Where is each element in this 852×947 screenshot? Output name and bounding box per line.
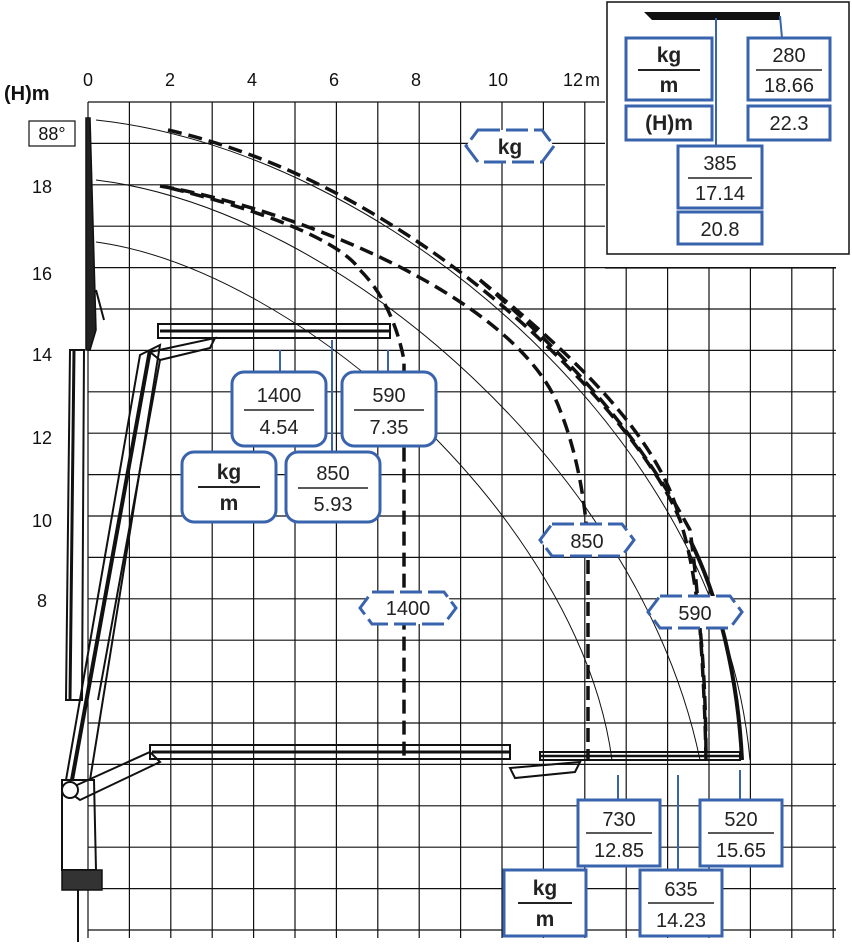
envelope-arc-middle [95,179,701,761]
unit-kg: kg [657,44,682,67]
load-curve-590-solid [688,539,744,761]
boom-label-590: 590 7.35 [340,370,438,448]
x-tick-label: 0 [83,70,93,90]
ground-label-m: 14.23 [656,910,706,932]
x-tick-label: 12 [563,70,583,90]
hex-tag-850: 850 [538,522,636,558]
leader-lines [279,340,741,870]
hex-tag-label: 590 [678,603,711,625]
inset-b-height: 20.8 [701,219,740,241]
load-curve-1400 [169,186,406,760]
x-tick-label: 6 [329,70,339,90]
hex-tag-1400: 1400 [358,590,458,626]
inset-panel: kg m (H)m 280 18.66 22.3 385 17.14 20.8 [606,1,850,255]
boom-units-legend: kg m [180,450,278,524]
y-tick-label: 8 [37,591,47,611]
load-curve-outer-dash [478,278,682,521]
x-axis-unit: m [585,70,600,90]
boom-label-kg: 850 [316,463,349,485]
boom-label-m: 5.93 [314,494,353,516]
inset-a-m: 18.66 [764,75,814,97]
hex-tag-kg: kg [464,128,556,164]
unit-kg: kg [217,461,242,484]
y-tick-label: 16 [32,264,52,284]
inset-a-height: 22.3 [770,113,809,135]
y-axis-unit: (H)m [4,83,50,105]
inset-boom-icon [644,12,712,20]
hex-tag-label: 850 [570,531,603,553]
mast-lower [64,349,86,701]
mast-upper [85,117,97,351]
ground-label-635: 635 14.23 [638,868,724,938]
inset-a-kg: 280 [772,45,805,67]
hex-tag-label: 1400 [386,598,431,620]
ground-label-520: 520 15.65 [698,798,784,868]
ground-label-m: 15.65 [716,840,766,862]
crane-silhouette [61,117,741,942]
x-tick-label: 10 [488,70,508,90]
load-curve-850-mid [478,278,708,761]
boom-label-850: 850 5.93 [284,450,382,524]
unit-height: (H)m [645,112,693,135]
ground-label-kg: 635 [664,879,697,901]
x-tick-label: 8 [411,70,421,90]
unit-m: m [220,492,239,515]
ground-label-kg: 520 [724,809,757,831]
crane-base [61,869,103,891]
ground-label-kg: 730 [602,809,635,831]
y-tick-label: 12 [32,428,52,448]
unit-m: m [536,908,555,931]
inset-b-kg: 385 [703,153,736,175]
slew-joint [61,781,79,799]
boom-label-1400: 1400 4.54 [230,370,328,448]
boom-label-m: 7.35 [370,417,409,439]
unit-m: m [660,74,679,97]
y-axis-labels: 8 10 12 14 16 18 (H)m [4,83,52,611]
y-tick-label: 10 [32,511,52,531]
y-tick-label: 18 [32,177,52,197]
ground-label-730: 730 12.85 [576,798,662,868]
boom-label-kg: 1400 [257,385,302,407]
inset-b-m: 17.14 [695,183,745,205]
load-curve-850 [159,184,590,561]
boom-label-m: 4.54 [260,417,299,439]
x-tick-label: 4 [247,70,257,90]
load-curve-590 [167,128,708,761]
hex-tag-label: kg [498,136,523,159]
ground-label-m: 12.85 [594,840,644,862]
ground-units-legend: kg m [502,868,588,938]
load-curves [159,128,744,761]
y-tick-label: 14 [32,345,52,365]
boom-label-kg: 590 [372,385,405,407]
x-axis-labels: 0 2 4 6 8 10 12 m [83,70,600,90]
hex-tag-590: 590 [646,594,744,630]
angle-badge-text: 88° [38,124,65,144]
angle-badge: 88° [28,120,76,147]
x-tick-label: 2 [165,70,175,90]
unit-kg: kg [533,877,558,900]
